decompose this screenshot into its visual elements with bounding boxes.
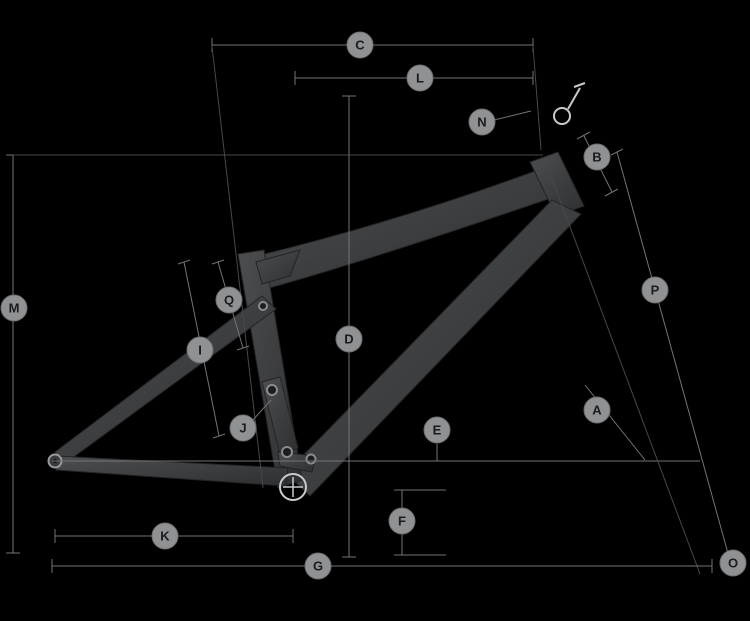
label-badge-text: F — [398, 514, 406, 529]
seat-cluster-gusset — [255, 249, 301, 285]
dimension-label-C: C — [346, 31, 374, 59]
b-tick-top — [576, 131, 591, 140]
dimension-label-O: O — [719, 549, 747, 577]
dimension-label-D: D — [335, 325, 363, 353]
label-badge-circle — [186, 336, 214, 364]
b-tick-bottom — [604, 188, 619, 197]
dimension-label-J: J — [229, 414, 257, 442]
label-badge-text: J — [239, 421, 246, 436]
down-tube — [285, 199, 582, 497]
n-pointer — [493, 110, 532, 121]
pivot-dot — [258, 301, 268, 311]
measurement-lines — [6, 38, 736, 575]
label-badge-text: Q — [224, 293, 234, 308]
label-badge-circle — [423, 416, 451, 444]
dimension-label-K: K — [151, 522, 179, 550]
dimension-label-E: E — [423, 416, 451, 444]
head-top-extension — [532, 45, 542, 151]
label-badge-circle — [406, 64, 434, 92]
dimension-label-P: P — [641, 276, 669, 304]
label-badge-text: B — [592, 150, 601, 165]
p-line — [616, 151, 730, 558]
pivot-dot — [281, 446, 293, 458]
label-badge-circle — [151, 522, 179, 550]
label-badge-text: M — [9, 301, 20, 316]
label-badge-circle — [468, 108, 496, 136]
dimension-label-F: F — [388, 507, 416, 535]
label-badge-text: G — [313, 559, 323, 574]
label-badge-circle — [388, 507, 416, 535]
dimension-label-M: M — [0, 294, 28, 322]
label-badge-text: A — [592, 403, 602, 418]
label-badge-circle — [229, 414, 257, 442]
label-badge-circle — [215, 286, 243, 314]
i-tick-top — [177, 259, 191, 265]
q-tick-bottom — [236, 345, 250, 351]
head-tube — [529, 151, 585, 217]
label-badge-text: E — [433, 423, 442, 438]
dimension-label-L: L — [406, 64, 434, 92]
dimension-label-B: B — [583, 143, 611, 171]
dimension-label-Q: Q — [215, 286, 243, 314]
bike-frame — [47, 82, 586, 501]
label-badge-text: N — [477, 115, 486, 130]
seat-axis-extension — [211, 45, 264, 489]
label-badge-circle — [335, 325, 363, 353]
bottom-bracket-crosshair-icon — [279, 473, 307, 501]
fork-axis — [544, 159, 701, 575]
dimension-label-I: I — [186, 336, 214, 364]
label-badge-text: D — [344, 332, 353, 347]
label-badge-circle — [304, 552, 332, 580]
q-tick-top — [211, 259, 225, 265]
rocker-link — [261, 376, 299, 455]
label-badge-text: L — [416, 71, 424, 86]
j-pointer — [251, 399, 272, 422]
pivot-dot — [266, 384, 278, 396]
i-tick-bottom — [212, 433, 226, 439]
dimension-labels: C L N B M Q I D P J E A F K G O — [0, 31, 747, 580]
label-badge-circle — [583, 143, 611, 171]
label-badge-circle — [719, 549, 747, 577]
label-badge-text: I — [198, 343, 202, 358]
label-badge-circle — [346, 31, 374, 59]
label-badge-circle — [0, 294, 28, 322]
dimension-label-A: A — [583, 396, 611, 424]
label-badge-text: O — [728, 556, 738, 571]
label-badge-text: K — [160, 529, 170, 544]
pivot-dot — [305, 453, 317, 465]
label-badge-circle — [583, 396, 611, 424]
headset-spacer-icon — [553, 82, 586, 125]
dimension-label-G: G — [304, 552, 332, 580]
label-badge-text: C — [355, 38, 365, 53]
label-badge-text: P — [651, 283, 660, 298]
dimension-label-N: N — [468, 108, 496, 136]
p-tick-top — [610, 148, 624, 156]
label-badge-circle — [641, 276, 669, 304]
